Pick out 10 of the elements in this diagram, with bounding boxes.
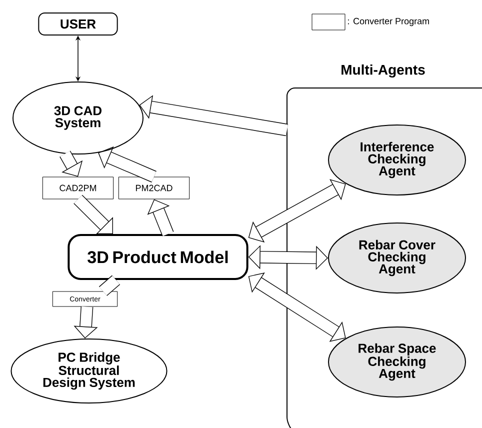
arrow bbox=[248, 179, 346, 243]
converter-box: PM2CAD bbox=[118, 176, 190, 200]
user-box: USER bbox=[38, 12, 118, 36]
legend-text: : Converter Program bbox=[348, 18, 429, 26]
product-model-box: 3D Product Model bbox=[68, 234, 248, 280]
converter-box: CAD2PM bbox=[42, 176, 114, 200]
arrow bbox=[60, 150, 83, 177]
arrow bbox=[98, 275, 120, 296]
arrow bbox=[147, 199, 174, 236]
arrow bbox=[74, 194, 113, 234]
